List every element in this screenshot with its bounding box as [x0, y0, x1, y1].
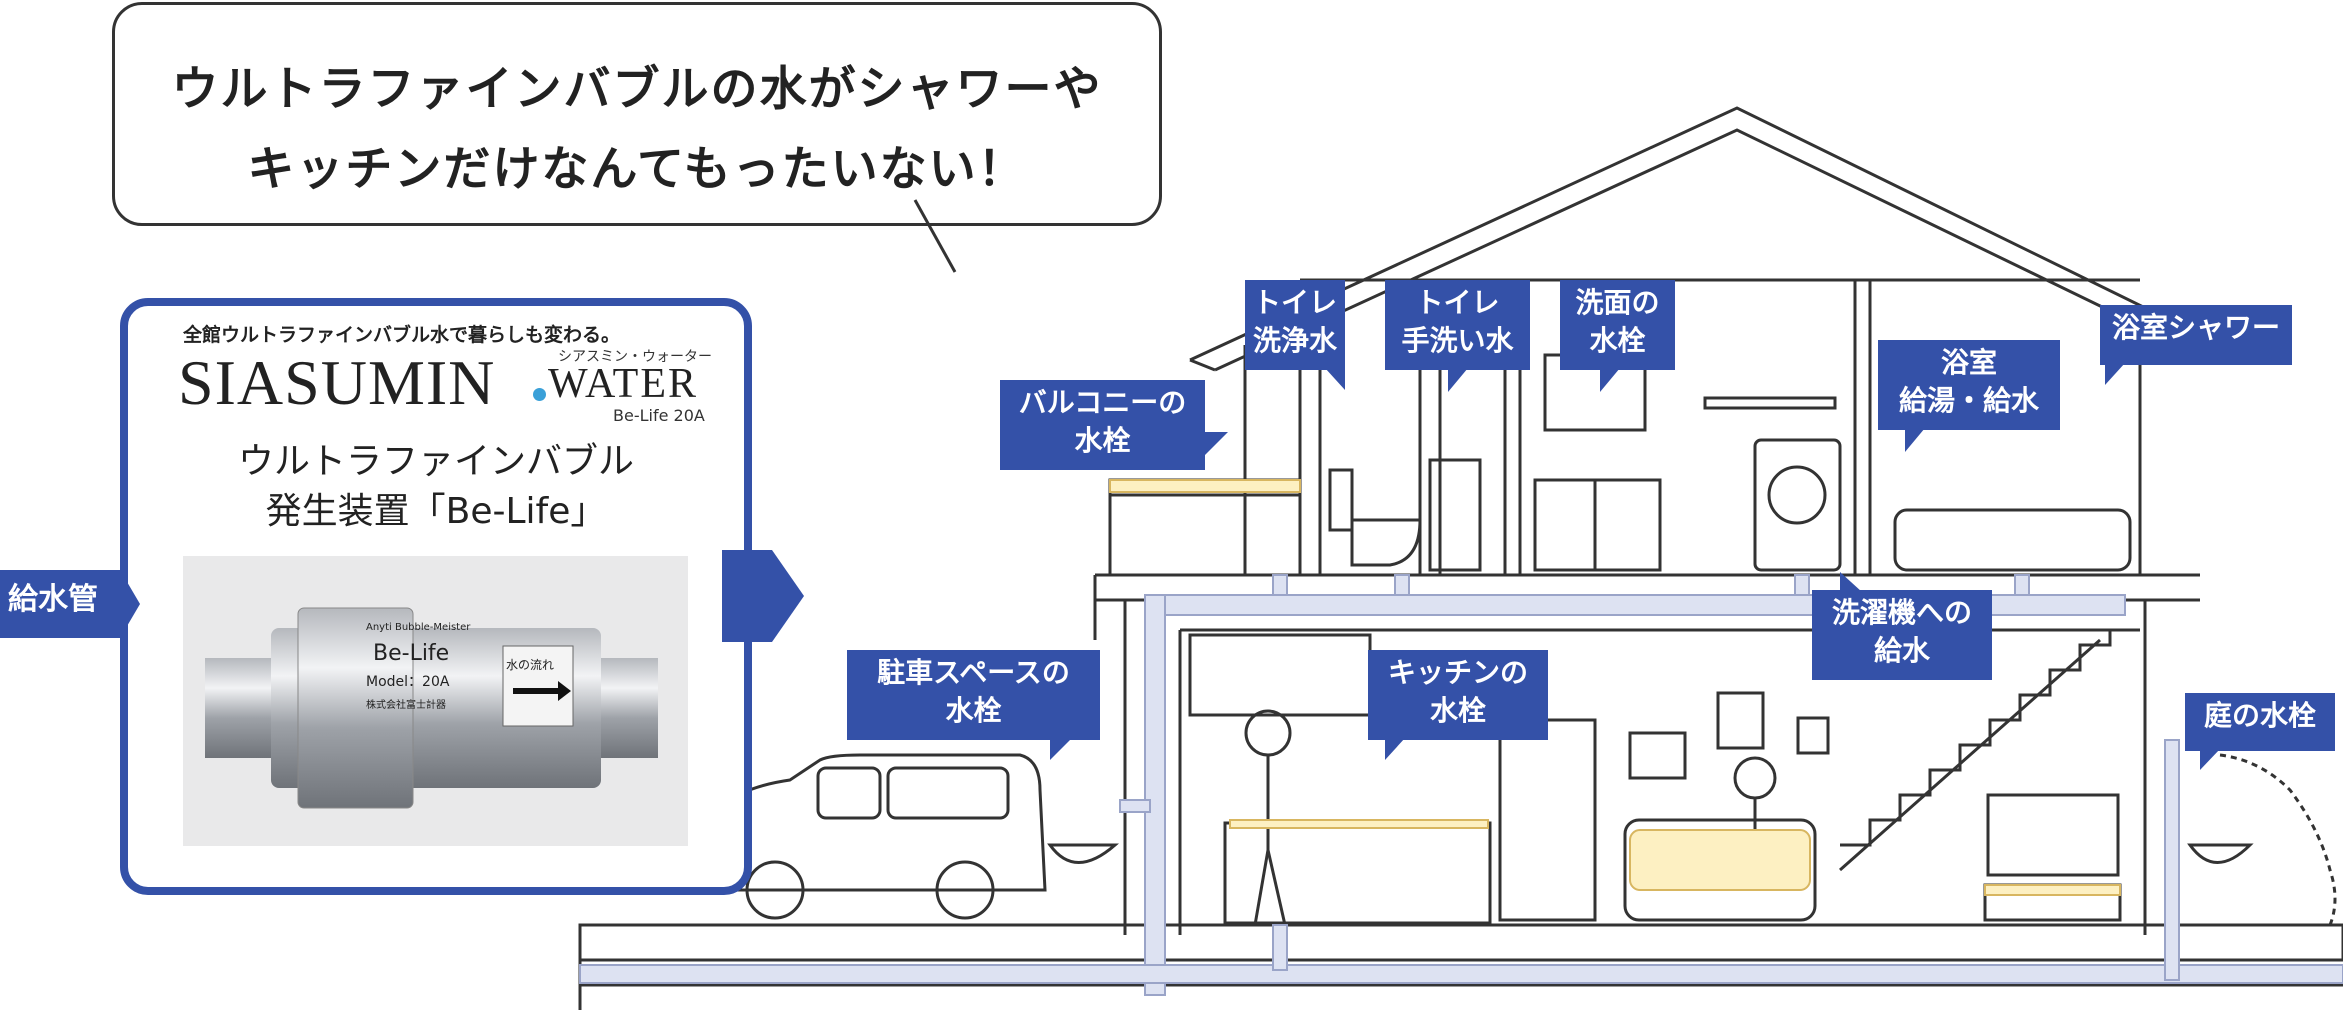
water-outlet-arrow — [722, 550, 804, 642]
brand-kana: シアスミン・ウォーター — [558, 349, 712, 365]
device-image — [205, 607, 658, 809]
product-photo — [183, 556, 688, 846]
device-model-label: Model：20A — [366, 674, 450, 690]
product-panel: 全館ウルトラファインバブル水で暮らしも変わる。 SIASUMIN シアスミン・ウ… — [120, 298, 752, 895]
speech-line-1: ウルトラファインバブルの水がシャワーや — [171, 62, 1103, 117]
device-maker-jp: 株式会社富士計器 — [366, 700, 446, 711]
product-name-line-1: ウルトラファインバブル — [237, 441, 634, 482]
brand-water: WATER — [548, 361, 698, 407]
model-tag: Be-Life 20A — [613, 406, 705, 425]
callout-bath-shower: 浴室シャワー — [2100, 305, 2292, 365]
water-inlet-arrow — [0, 570, 140, 638]
brand-logo: SIASUMIN — [178, 347, 496, 418]
speech-bubble: ウルトラファインバブルの水がシャワーや キッチンだけなんてもったいない！ — [112, 2, 1162, 226]
brand-dot-icon — [533, 388, 546, 401]
device-product-label: Be-Life — [373, 641, 450, 666]
callout-washer: 洗濯機への 給水 — [1812, 590, 1992, 680]
device-flow-label: 水の流れ — [506, 658, 555, 672]
device-maker-en: Anyti Bubble-Meister — [366, 622, 471, 633]
callout-balcony: バルコニーの 水栓 — [1000, 380, 1205, 470]
water-inlet-label: 給水管 — [8, 582, 98, 617]
callout-toilet-hand: トイレ 手洗い水 — [1385, 280, 1530, 370]
product-name-line-2: 発生装置「Be-Life」 — [265, 491, 607, 532]
callout-bath-supply: 浴室 給湯・給水 — [1878, 340, 2060, 430]
callout-washroom: 洗面の 水栓 — [1560, 280, 1675, 370]
speech-line-2: キッチンだけなんてもったいない！ — [247, 142, 1027, 197]
callout-toilet-flush: トイレ 洗浄水 — [1245, 280, 1345, 370]
callout-garden: 庭の水栓 — [2185, 693, 2335, 751]
callout-kitchen: キッチンの 水栓 — [1368, 650, 1548, 740]
product-tagline: 全館ウルトラファインバブル水で暮らしも変わる。 — [183, 324, 621, 346]
callout-parking: 駐車スペースの 水栓 — [847, 650, 1100, 740]
